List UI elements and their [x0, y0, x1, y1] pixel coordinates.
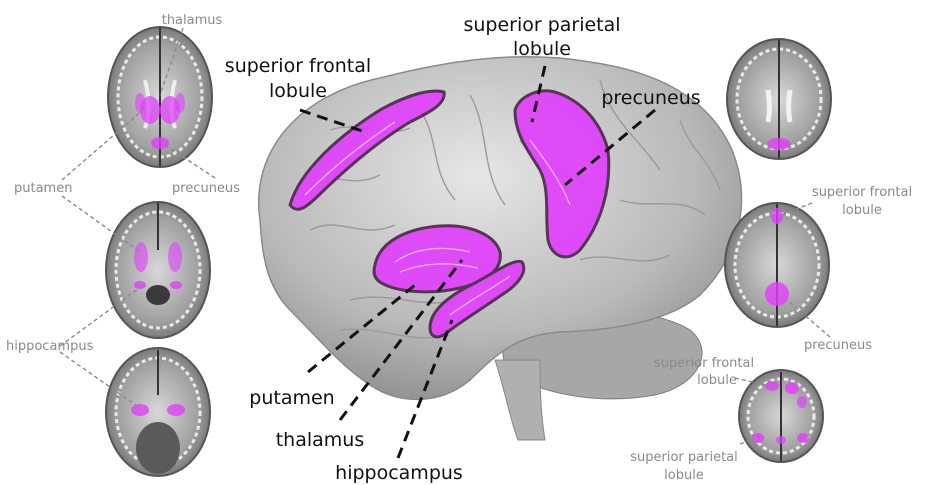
slice-label-superior-frontal-2-line1: superior frontal [654, 356, 754, 371]
label-superior-frontal-line1: superior frontal [225, 55, 371, 77]
label-hippocampus: hippocampus [335, 462, 463, 484]
label-putamen: putamen [249, 387, 334, 409]
brain-3d-render [259, 57, 742, 440]
right-slice-2 [725, 203, 829, 327]
slice-label-superior-frontal-1-line2: lobule [842, 203, 882, 218]
slice-label-superior-parietal-line1: superior parietal [630, 450, 738, 465]
slice-label-putamen: putamen [14, 181, 72, 196]
label-superior-parietal-line2: lobule [513, 38, 571, 60]
label-superior-parietal-line1: superior parietal [463, 14, 620, 36]
label-thalamus: thalamus [276, 429, 365, 451]
slice-label-hippocampus: hippocampus [6, 339, 94, 354]
label-superior-frontal-line2: lobule [269, 80, 327, 102]
slice-label-superior-frontal-2-line2: lobule [697, 373, 737, 388]
left-slice-3 [106, 348, 210, 476]
slice-label-thalamus: thalamus [162, 13, 223, 28]
left-axial-slices: thalamus putamen precuneus hippocampus [6, 13, 240, 476]
slice-label-precuneus-right: precuneus [804, 338, 872, 353]
slice-label-superior-parietal-line2: lobule [664, 468, 704, 483]
right-slice-3 [739, 370, 823, 462]
brainstem [495, 360, 545, 440]
slice-label-precuneus-left: precuneus [172, 181, 240, 196]
left-slice-2 [106, 202, 210, 338]
label-precuneus: precuneus [601, 87, 700, 109]
slice-label-superior-frontal-1-line1: superior frontal [812, 185, 912, 200]
right-slice-1 [727, 39, 831, 159]
left-slice-1 [108, 27, 212, 167]
